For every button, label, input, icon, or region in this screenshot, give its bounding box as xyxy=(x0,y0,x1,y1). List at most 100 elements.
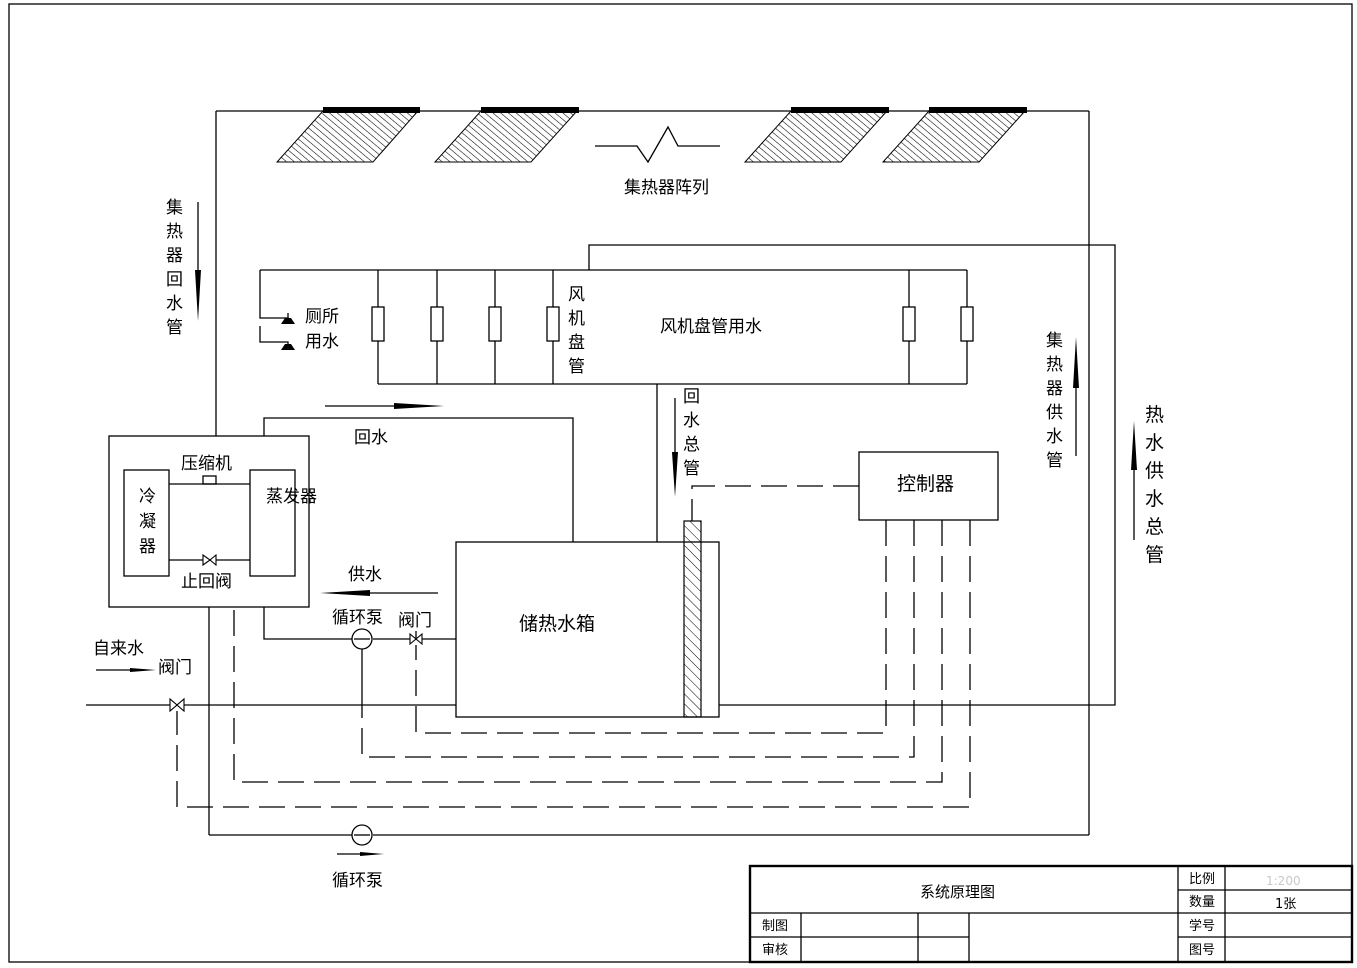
toilet-water-label-1: 厕所 xyxy=(305,307,339,327)
fan-coil-unit-5 xyxy=(902,270,916,384)
arrow-left-icon xyxy=(320,590,370,596)
solar-collector-4 xyxy=(881,107,1027,163)
toilet-water-label-2: 用水 xyxy=(305,332,339,352)
evaporator-label: 蒸发器 xyxy=(266,487,317,507)
fan-coil-system: 厕所 用水 风 机 盘 管 风机盘管用水 xyxy=(259,269,974,385)
check-valve-icon xyxy=(202,553,217,567)
controller: 控制器 xyxy=(858,451,999,521)
collector-return-pipe-label-5: 水 xyxy=(166,294,183,314)
return-main-label-3: 总 xyxy=(683,435,700,455)
break-line-symbol xyxy=(595,125,720,164)
fan-coil-label-3: 盘 xyxy=(568,333,585,353)
scale-label: 比例 xyxy=(1189,872,1215,887)
circulation-pump-upper: 循环泵 xyxy=(332,608,383,705)
solar-collector-1 xyxy=(275,107,420,163)
condenser xyxy=(123,469,170,577)
fan-coil-unit-1 xyxy=(371,270,385,384)
supply-water-label: 供水 xyxy=(348,565,382,585)
heat-pump-housing xyxy=(108,435,310,608)
arrow-right-icon xyxy=(130,668,156,672)
fan-coil-unit-6 xyxy=(960,270,974,384)
return-main-label-4: 管 xyxy=(683,459,700,479)
hot-water-main-label-3: 供 xyxy=(1145,460,1164,482)
storage-tank: 储热水箱 xyxy=(455,520,720,718)
condenser-label-1: 冷 xyxy=(139,487,156,507)
toilet-fixture-2 xyxy=(259,326,295,350)
quantity-value: 1张 xyxy=(1275,897,1296,912)
collector-supply-pipe-label-4: 供 xyxy=(1046,403,1063,423)
valve-upper: 阀门 xyxy=(398,611,432,646)
valve-icon xyxy=(409,631,423,646)
tap-water-inlet: 自来水 阀门 xyxy=(93,639,192,713)
evaporator xyxy=(249,469,296,577)
collector-supply-pipe-label-2: 热 xyxy=(1046,355,1063,375)
storage-tank-body xyxy=(455,541,720,718)
arrow-right-icon xyxy=(360,852,384,856)
check-valve-label: 止回阀 xyxy=(181,572,232,592)
compressor-label: 压缩机 xyxy=(181,454,232,474)
reviewed-by-label: 审核 xyxy=(762,943,788,958)
supply-water-annotation: 供水 xyxy=(320,565,438,596)
fan-coil-label-1: 风 xyxy=(568,285,585,305)
drawn-by-label: 制图 xyxy=(762,919,788,934)
return-main-label-1: 回 xyxy=(683,387,700,407)
toilet-fixture-1 xyxy=(259,310,295,324)
arrow-down-icon xyxy=(672,398,678,497)
return-water-label: 回水 xyxy=(354,428,388,448)
circ-pump-upper-label: 循环泵 xyxy=(332,608,383,628)
collector-return-pipe-label-4: 回 xyxy=(166,270,183,290)
fan-coil-unit-2 xyxy=(430,270,444,384)
return-water-annotation: 回水 xyxy=(325,403,444,448)
arrow-right-icon xyxy=(394,403,444,409)
main-piping xyxy=(86,111,1116,836)
collector-return-pipe-label-6: 管 xyxy=(166,318,183,338)
drawing-no-label: 图号 xyxy=(1189,943,1215,958)
hot-water-main-label-5: 总 xyxy=(1145,516,1164,538)
hot-water-main-label-1: 热 xyxy=(1145,404,1164,426)
solar-collector-3 xyxy=(743,107,889,163)
valve-lower-label: 阀门 xyxy=(158,658,192,678)
hot-water-main-label-4: 水 xyxy=(1145,488,1164,510)
condenser-label-2: 凝 xyxy=(139,512,156,532)
collector-return-pipe-label-2: 热 xyxy=(166,222,183,242)
heating-element xyxy=(683,520,702,718)
valve-upper-label: 阀门 xyxy=(398,611,432,631)
fan-coil-label-2: 机 xyxy=(568,309,585,329)
collector-return-pipe-label-3: 器 xyxy=(166,246,183,266)
fan-coil-label-4: 管 xyxy=(568,357,585,377)
arrow-down-icon xyxy=(195,202,201,321)
collector-supply-pipe-label-1: 集 xyxy=(1046,331,1063,351)
collector-supply-pipe-label-3: 器 xyxy=(1046,379,1063,399)
controller-label: 控制器 xyxy=(897,473,954,495)
compressor xyxy=(202,475,217,485)
solar-collector-2 xyxy=(433,107,579,163)
circulation-pump-lower: 循环泵 xyxy=(332,824,384,891)
control-signal-lines xyxy=(176,485,971,808)
hot-water-main-label-6: 管 xyxy=(1145,544,1164,566)
collector-supply-pipe-label-6: 管 xyxy=(1046,451,1063,471)
storage-tank-label: 储热水箱 xyxy=(519,613,595,635)
circ-pump-lower-label: 循环泵 xyxy=(332,871,383,891)
title-block-title: 系统原理图 xyxy=(920,883,995,901)
collector-return-pipe-annotation: 集 热 器 回 水 管 xyxy=(166,198,201,338)
title-block: 系统原理图 比例 1:200 数量 1张 学号 图号 制图 审核 xyxy=(748,864,1354,964)
fan-coil-unit-3 xyxy=(488,270,502,384)
solar-collector-array: 集热器阵列 xyxy=(216,107,1089,198)
fan-coil-water-label: 风机盘管用水 xyxy=(660,317,762,337)
arrow-up-icon xyxy=(1131,421,1137,540)
tap-water-label: 自来水 xyxy=(93,639,144,659)
quantity-label: 数量 xyxy=(1189,895,1215,910)
scale-value: 1:200 xyxy=(1266,874,1301,888)
collector-return-pipe-label-1: 集 xyxy=(166,198,183,218)
collector-supply-pipe-annotation: 集 热 器 供 水 管 xyxy=(1046,331,1079,471)
collector-supply-pipe-label-5: 水 xyxy=(1046,427,1063,447)
hot-water-main-annotation: 热 水 供 水 总 管 xyxy=(1131,404,1164,566)
condenser-label-3: 器 xyxy=(139,537,156,557)
arrow-up-icon xyxy=(1073,337,1079,456)
heat-pump-unit: 压缩机 冷 凝 器 蒸发器 止回阀 xyxy=(108,435,317,608)
valve-icon xyxy=(169,697,185,713)
fan-coil-unit-4 xyxy=(546,270,560,384)
drawing-border xyxy=(8,3,1353,963)
collector-array-label: 集热器阵列 xyxy=(624,178,709,198)
